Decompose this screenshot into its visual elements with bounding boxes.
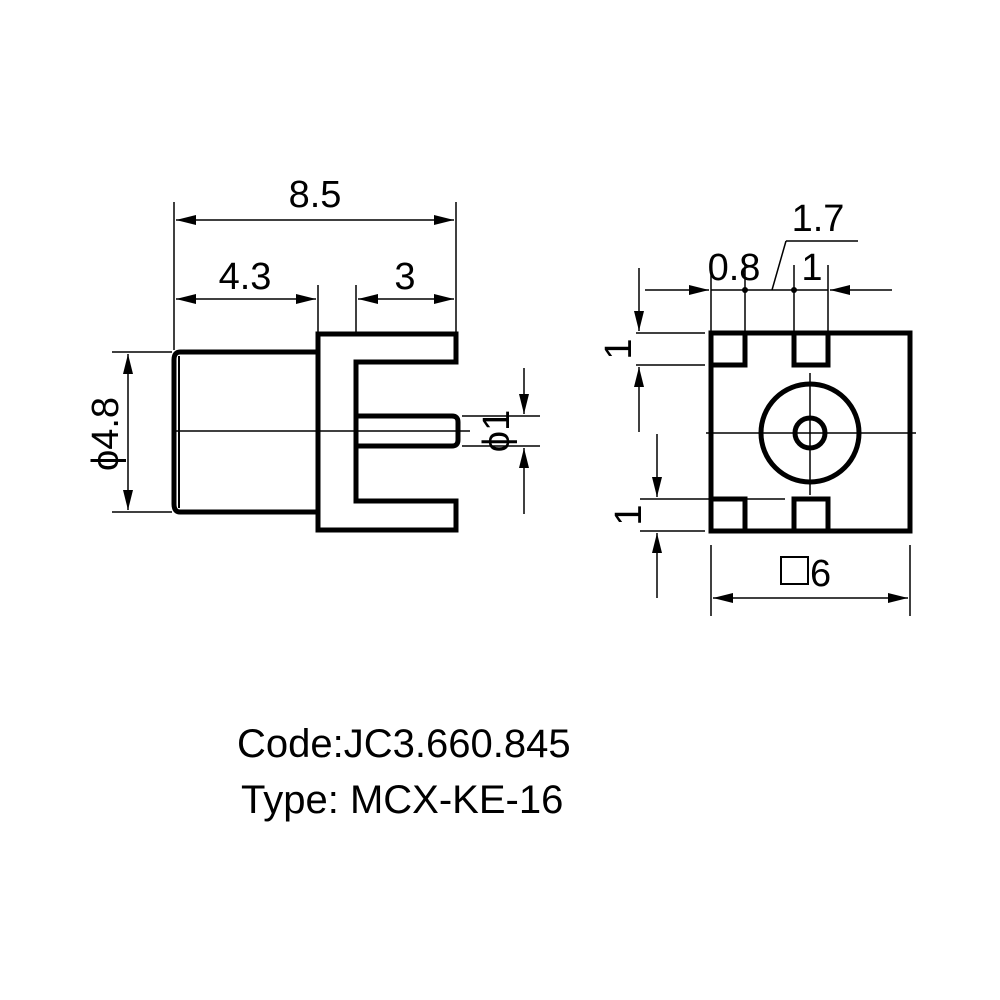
dim-body-length: 4.3 [219,256,272,298]
part-type: Type: MCX-KE-16 [241,778,563,822]
dim-tail-length: 3 [394,256,415,298]
dim-pin-diameter: ϕ1 [476,410,518,452]
dim-square-size: 6 [810,553,831,595]
front-view [634,240,916,616]
square-icon [780,556,809,585]
pad-top-middle [791,330,831,368]
pad-top-left [708,330,748,368]
connector-flange [315,331,459,533]
dim-pad-height-top: 1 [598,338,640,359]
leader-corner-span [771,240,787,291]
front-dimension-lines [634,240,908,603]
dim-overall-length: 8.5 [289,174,342,216]
front-extension-lines [636,265,911,616]
pad-bottom-middle [791,496,831,534]
dim-corner-pad-span: 1.7 [792,198,845,240]
dim-body-diameter: ϕ4.8 [85,397,127,471]
side-extension-lines [112,202,540,513]
dim-pad-height-bottom: 1 [608,504,650,525]
side-dimension-lines [123,215,529,514]
dim-pad-width: 1 [801,247,822,289]
side-view [112,202,540,533]
dim-pad-offset: 0.8 [708,247,761,289]
part-code: Code:JC3.660.845 [237,722,571,766]
connector-body [171,349,318,515]
pad-bottom-left [708,496,748,534]
